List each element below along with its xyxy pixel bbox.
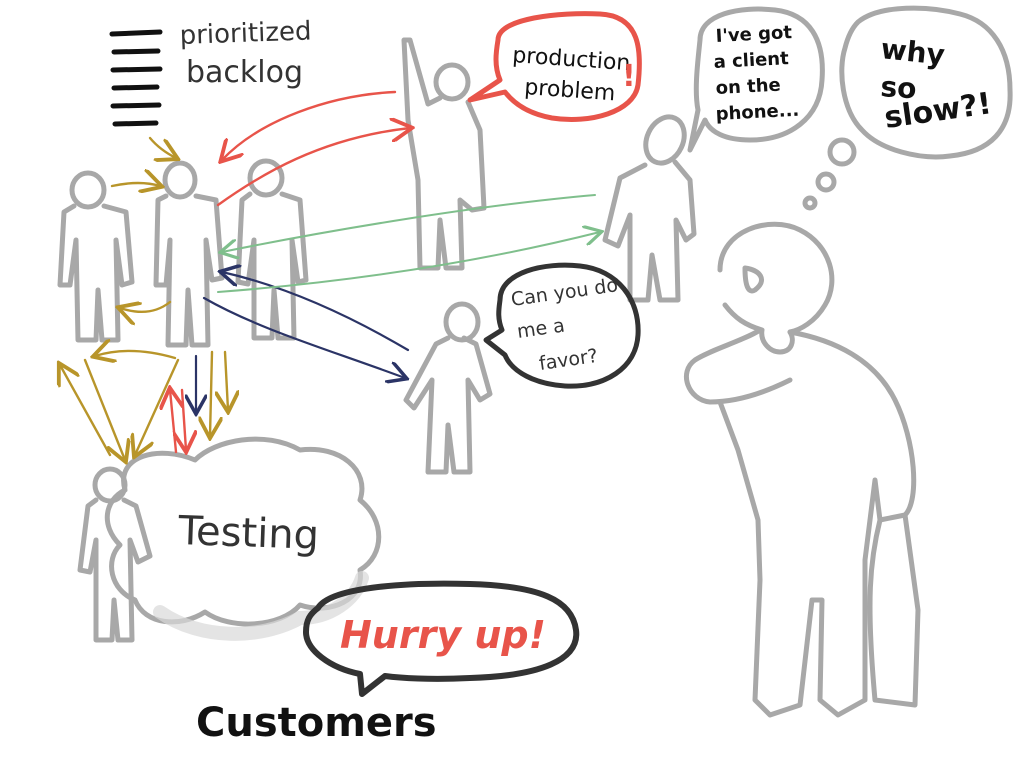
- testing-label: Testing: [177, 508, 320, 559]
- favor-label-line1: Can you do: [510, 274, 620, 311]
- arrow-team-return: [120, 302, 172, 312]
- slow-label-line1: why: [879, 32, 946, 72]
- arrow-testing-bounce-2: [182, 388, 186, 450]
- tester-figure: [77, 466, 153, 643]
- thinking-manager-figure: [683, 221, 921, 718]
- team-member-figure: [153, 160, 225, 348]
- thought-dot: [827, 137, 857, 167]
- production-label-line1: production: [512, 43, 632, 76]
- arrow-to-testing: [83, 358, 125, 460]
- favor-bubble: [483, 262, 641, 389]
- arrow-client-to-team: [222, 194, 596, 252]
- arrow-production-to-team: [222, 90, 397, 160]
- thought-dot: [802, 195, 818, 211]
- hurry-label: Hurry up!: [340, 613, 546, 657]
- arrow-team-to-client: [217, 232, 600, 293]
- team-member-figure: [235, 158, 309, 341]
- client-label-line4: phone...: [715, 100, 800, 125]
- arrow-dev-to-testing-2: [225, 350, 228, 410]
- thought-cloud: [839, 5, 1013, 160]
- production-problem-figure: [401, 37, 487, 271]
- client-phone-figure: [602, 114, 697, 303]
- backlog-stack-icon: [109, 29, 163, 127]
- arrow-team-to-production: [216, 128, 410, 207]
- client-label-line1: I've got: [715, 22, 793, 47]
- arrow-team-to-favor: [202, 296, 405, 378]
- arrow-testing-bounce: [170, 390, 176, 454]
- arrow-backlog-to-team: [148, 136, 176, 158]
- favor-figure: [403, 301, 493, 475]
- production-bang: !: [622, 59, 636, 94]
- client-bubble: [687, 6, 825, 153]
- arrow-favor-to-team: [222, 272, 410, 352]
- arrow-team-handoff: [110, 183, 160, 186]
- backlog-label-line1: prioritized: [179, 16, 312, 51]
- arrow-team-to-tester: [135, 358, 180, 455]
- thought-dot: [815, 171, 837, 193]
- backlog-label-line2: backlog: [186, 55, 303, 90]
- testing-cloud-shadow: [153, 571, 369, 641]
- production-label-line2: problem: [524, 75, 617, 106]
- favor-label-line3: favor?: [538, 345, 600, 375]
- slow-label-line2: so: [880, 70, 918, 105]
- team-member-figure: [57, 170, 135, 343]
- production-bubble: [467, 11, 642, 123]
- arrow-dev-to-testing: [210, 350, 212, 436]
- favor-label-line2: me a: [516, 315, 566, 343]
- arrow-from-testing: [60, 365, 112, 457]
- client-label-line2: a client: [713, 48, 789, 73]
- arrow-team-loop: [95, 351, 177, 358]
- customers-label: Customers: [196, 700, 437, 746]
- client-label-line3: on the: [715, 75, 781, 99]
- hurry-bubble: [303, 580, 580, 697]
